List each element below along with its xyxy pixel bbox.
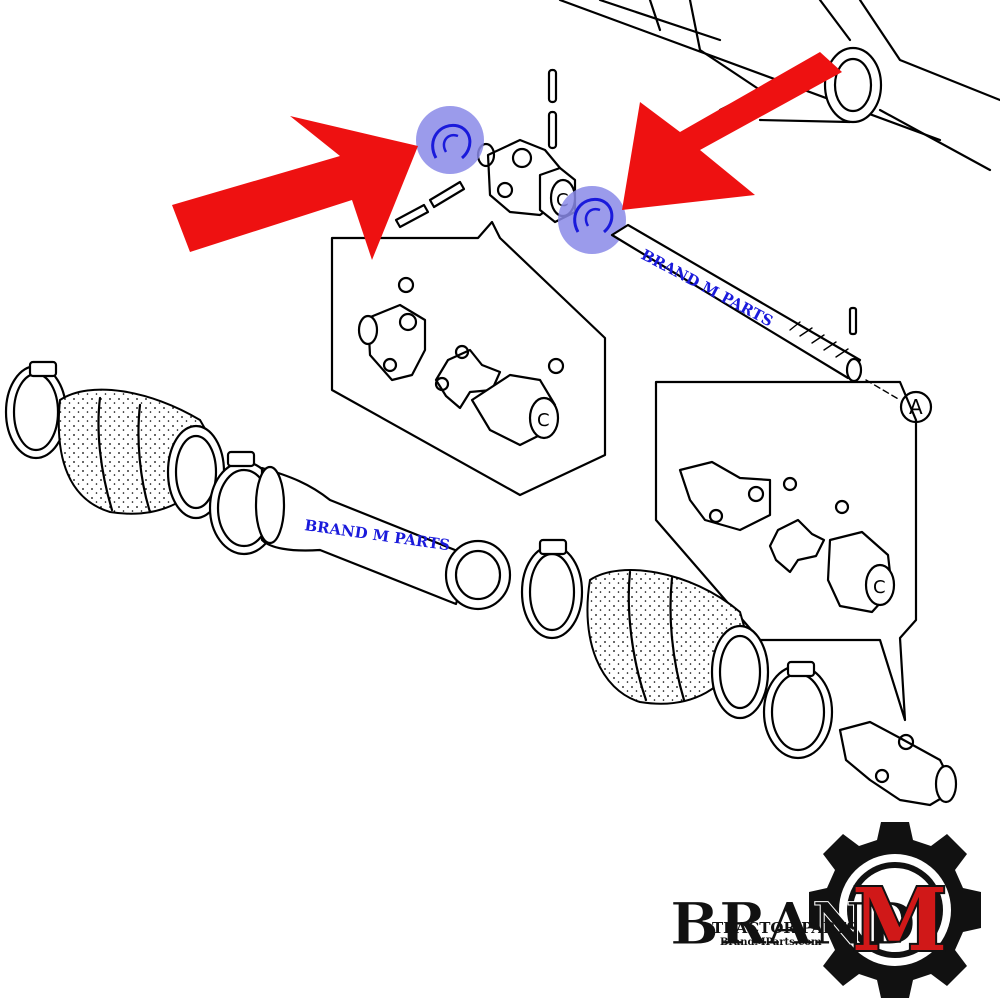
exploded-view-lower: C <box>654 380 918 722</box>
highlight-circle-right <box>558 186 626 254</box>
middle-tube <box>254 465 512 611</box>
logo-website: BrandMParts.com <box>720 937 822 948</box>
brand-m-logo: BRAND M TRACTOR PARTS BrandMParts.com <box>670 822 981 998</box>
circlip-left <box>431 123 472 160</box>
svg-text:C: C <box>873 577 886 598</box>
highlight-circle-left <box>416 106 484 174</box>
pointer-arrow-left-shape <box>172 116 418 260</box>
pointer-arrow-right-shape <box>622 52 842 210</box>
logo-brand-letter: M <box>852 870 947 971</box>
logo-brand-word: BRAND <box>670 890 916 958</box>
left-boot-assembly <box>4 360 280 556</box>
watermark-upper-shaft: BRAND M PARTS <box>638 246 776 331</box>
gear-icon <box>809 822 981 998</box>
roll-pins <box>394 68 558 229</box>
lower-u-joint <box>838 720 958 807</box>
pointer-arrow-left <box>172 116 418 260</box>
right-boot-assembly <box>520 538 834 760</box>
circlip-right <box>573 197 614 234</box>
upper-shaft <box>610 223 901 401</box>
exploded-view-upper: C <box>330 220 607 497</box>
svg-text:C: C <box>537 410 550 431</box>
pointer-arrow-right <box>622 52 842 210</box>
logo-tagline: TRACTOR PARTS <box>712 919 857 937</box>
